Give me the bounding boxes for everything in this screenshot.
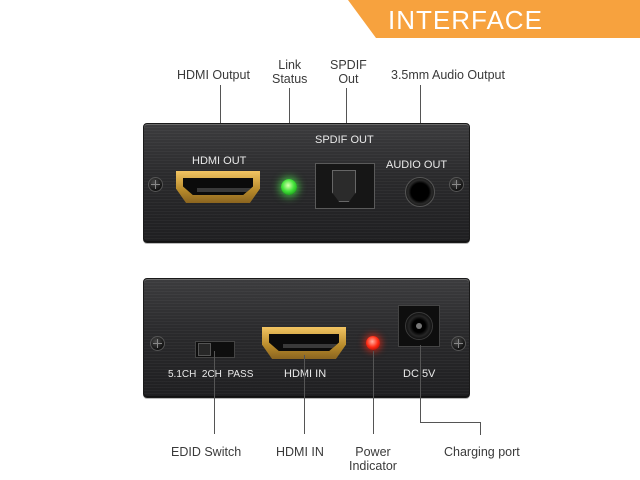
leader-line-charging-port-horizontal bbox=[420, 422, 480, 423]
callout-edid-switch: EDID Switch bbox=[171, 445, 242, 459]
callout-power-indicator: Power Indicator bbox=[349, 445, 397, 473]
callout-charging-port: Charging port bbox=[444, 445, 520, 459]
screw-icon bbox=[451, 336, 466, 351]
link-status-led bbox=[281, 179, 297, 195]
leader-line-hdmi-output bbox=[220, 85, 221, 157]
hdmi-out-label: HDMI OUT bbox=[192, 155, 247, 167]
dc-label: DC 5V bbox=[403, 368, 436, 380]
leader-line-power-indicator bbox=[373, 351, 374, 434]
edid-switch bbox=[195, 341, 235, 358]
hdmi-in-port bbox=[262, 327, 346, 359]
spdif-out-label: SPDIF OUT bbox=[315, 134, 374, 146]
screw-icon bbox=[449, 177, 464, 192]
screw-icon bbox=[148, 177, 163, 192]
switch-positions-label: 5.1CH 2CH PASS bbox=[168, 369, 254, 380]
hdmi-out-port bbox=[176, 171, 260, 203]
callout-spdif-out: SPDIF Out bbox=[330, 58, 367, 86]
audio-out-jack bbox=[405, 177, 435, 207]
power-indicator-led bbox=[366, 336, 380, 350]
leader-line-charging-port-end bbox=[480, 422, 481, 435]
banner-title: INTERFACE bbox=[388, 5, 543, 35]
interface-banner bbox=[348, 0, 640, 38]
dc-power-jack bbox=[398, 305, 440, 347]
callout-link-status: Link Status bbox=[272, 58, 308, 86]
callout-audio-output: 3.5mm Audio Output bbox=[391, 68, 505, 82]
screw-icon bbox=[150, 336, 165, 351]
leader-line-hdmi-in bbox=[304, 355, 305, 434]
audio-out-label: AUDIO OUT bbox=[386, 159, 448, 171]
leader-line-charging-port-vertical bbox=[420, 345, 421, 422]
leader-line-edid-switch bbox=[214, 351, 215, 434]
hdmi-in-label: HDMI IN bbox=[284, 368, 327, 380]
spdif-out-port bbox=[315, 163, 375, 209]
callout-hdmi-in: HDMI IN bbox=[276, 445, 324, 459]
callout-hdmi-output: HDMI Output bbox=[177, 68, 250, 82]
